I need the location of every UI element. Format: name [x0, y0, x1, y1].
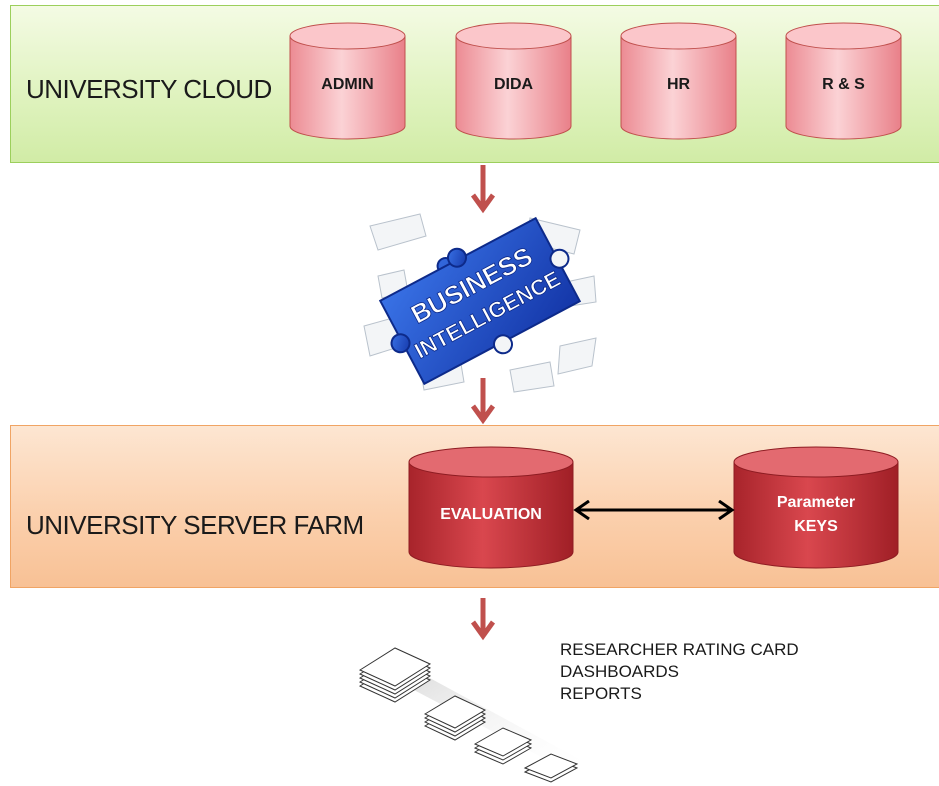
db-rs-cylinder: R & S — [785, 22, 902, 140]
business-intelligence-puzzle-graphic: BUSINESS INTELLIGENCE — [363, 213, 597, 393]
db-evaluation-cylinder: EVALUATION — [408, 446, 574, 570]
db-admin-cylinder: ADMIN — [289, 22, 406, 140]
db-admin-label: ADMIN — [321, 76, 374, 93]
university-server-farm-title: UNIVERSITY SERVER FARM — [26, 510, 364, 540]
output-dashboards: DASHBOARDS — [560, 662, 680, 681]
document-stacks-graphic — [358, 647, 590, 783]
db-hr-cylinder: HR — [620, 22, 737, 140]
db-hr-label: HR — [666, 76, 691, 93]
arrow-farm-to-outputs — [470, 598, 496, 641]
output-researcher-rating-card: RESEARCHER RATING CARD — [560, 640, 799, 659]
university-cloud-title: UNIVERSITY CLOUD — [26, 74, 272, 104]
db-parameter-keys-cylinder: Parameter KEYS — [733, 446, 899, 570]
db-keys-line2: KEYS — [794, 518, 838, 535]
db-parameter-line1: Parameter — [776, 494, 856, 511]
output-reports: REPORTS — [560, 684, 642, 703]
db-evaluation-label: EVALUATION — [440, 506, 542, 523]
db-rs-label: R & S — [822, 76, 865, 93]
bidirectional-arrow — [573, 500, 735, 520]
arrow-cloud-to-bi — [470, 165, 496, 214]
arrow-bi-to-farm — [470, 378, 496, 425]
outputs-list: RESEARCHER RATING CARD DASHBOARDS REPORT… — [560, 639, 799, 705]
db-dida-label: DIDA — [493, 76, 534, 93]
db-dida-cylinder: DIDA — [455, 22, 572, 140]
